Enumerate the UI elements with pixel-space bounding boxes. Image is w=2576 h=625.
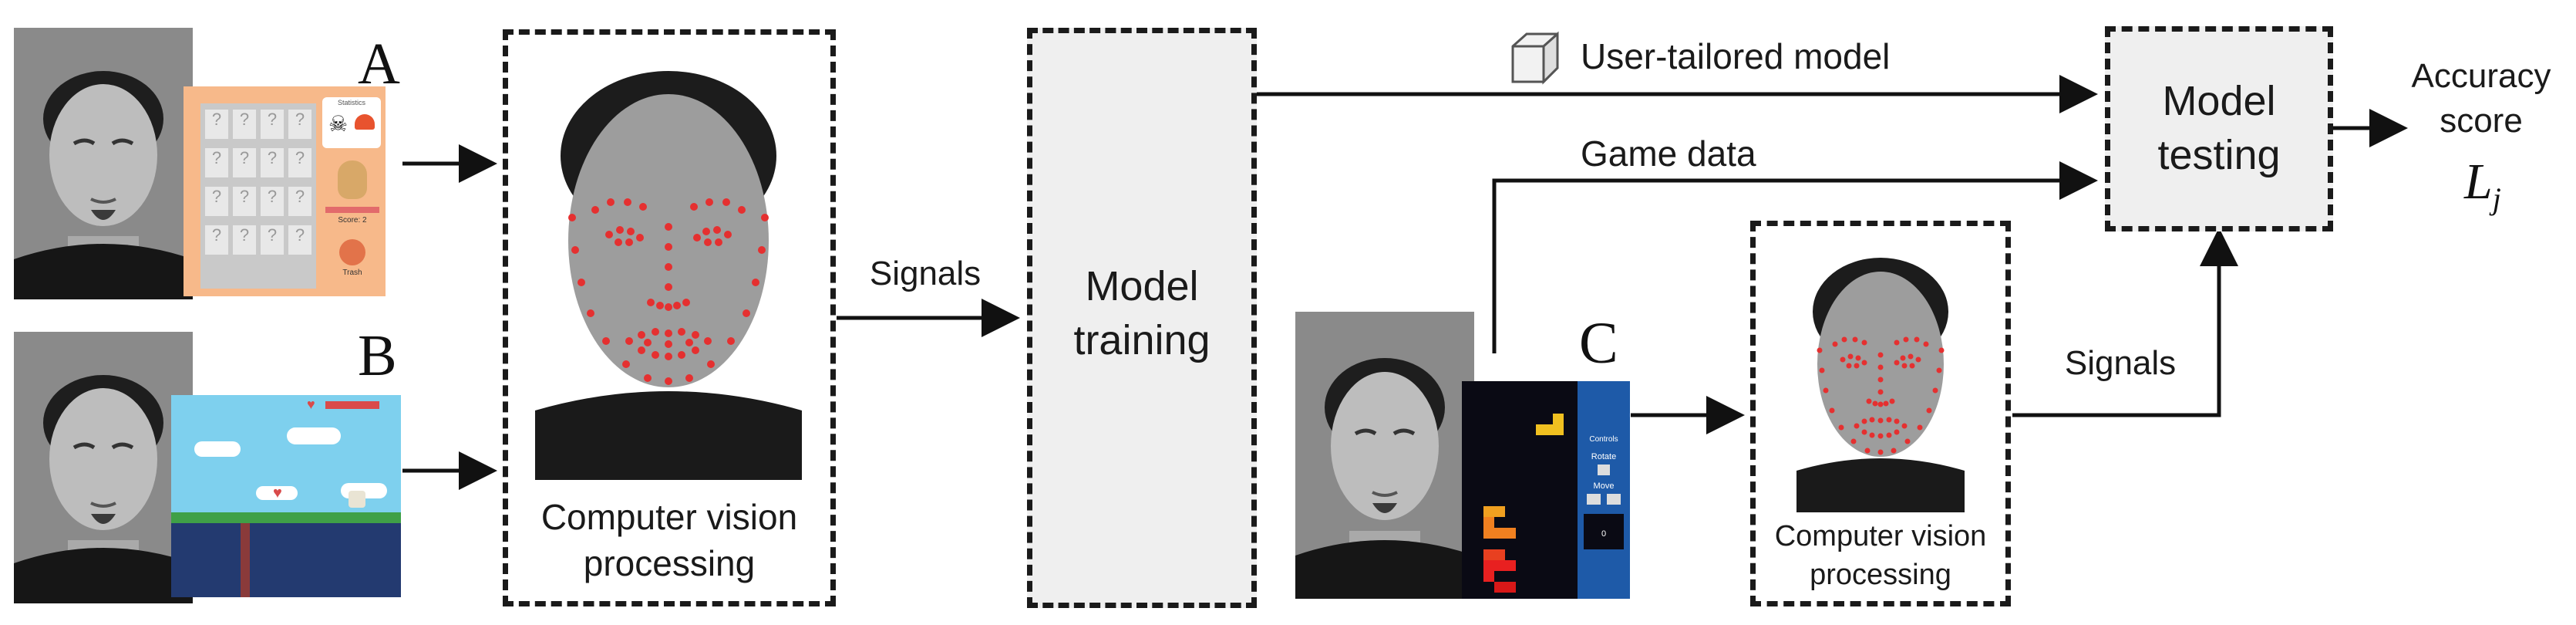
- move-left-key-icon[interactable]: [1587, 494, 1601, 505]
- trash-icon[interactable]: [339, 239, 365, 265]
- game-b-underground: [171, 523, 401, 597]
- heart-icon: ♥: [307, 397, 315, 412]
- tetris-block: [1536, 424, 1564, 435]
- game-a-card[interactable]: ?: [233, 225, 256, 255]
- game-a-screenshot: ? ? ? ? ? ? ? ? ? ? ? ? ? ? ? ? Statisti…: [184, 86, 386, 296]
- cv-processing-box-1: [503, 29, 836, 606]
- game-a-card[interactable]: ?: [261, 225, 284, 255]
- model-testing-label: Model testing: [2157, 78, 2281, 178]
- move-right-key-icon[interactable]: [1607, 494, 1621, 505]
- cube-icon: [1511, 31, 1559, 85]
- game-a-card[interactable]: ?: [205, 148, 228, 177]
- game-a-panel-title: Statistics: [337, 99, 365, 106]
- face-photo-c: [1295, 312, 1474, 599]
- tetris-block: [1494, 528, 1516, 539]
- tetris-block: [1494, 582, 1516, 593]
- game-c-rotate-label: Rotate: [1591, 452, 1617, 461]
- landmark-face-illustration: [535, 71, 802, 480]
- game-a-card[interactable]: ?: [261, 148, 284, 177]
- game-a-health-bar: [325, 207, 379, 213]
- game-b-grass-ground: [171, 512, 401, 523]
- game-c-controls-label: Controls: [1589, 435, 1618, 444]
- tetris-block: [1553, 414, 1564, 424]
- cloud-decoration: [287, 427, 341, 444]
- panel-letter-b: B: [358, 323, 397, 388]
- player-character-icon: [349, 491, 365, 508]
- bunny-character-icon: [338, 160, 367, 199]
- landmark-face-photo-1: [535, 48, 802, 480]
- game-c-screenshot: Controls Rotate Move 0: [1462, 381, 1630, 599]
- user-tailored-model-label: User-tailored model: [1581, 36, 1891, 76]
- face-illustration: [1295, 312, 1474, 599]
- cloud-decoration: [256, 486, 298, 500]
- game-a-trash-label: Trash: [342, 269, 362, 277]
- game-a-score: Score: 2: [338, 216, 367, 225]
- game-a-card[interactable]: ?: [233, 110, 256, 139]
- tetris-block: [1483, 560, 1516, 571]
- game-a-card[interactable]: ?: [261, 110, 284, 139]
- face-illustration: [14, 28, 193, 299]
- mushroom-icon: [355, 114, 375, 130]
- skull-icon: ☠: [328, 112, 349, 136]
- signals-label-2: Signals: [2064, 344, 2177, 382]
- cloud-decoration: [194, 441, 241, 457]
- game-c-side-panel: [1578, 381, 1630, 599]
- game-a-card[interactable]: ?: [205, 110, 228, 139]
- game-b-pillar: [241, 523, 250, 597]
- game-data-label: Game data: [1581, 133, 1756, 174]
- tetris-block: [1483, 517, 1494, 539]
- rotate-key-icon[interactable]: [1598, 465, 1610, 475]
- model-training-box: [1027, 28, 1257, 608]
- accuracy-score-label: Accuracy score: [2411, 57, 2551, 140]
- panel-letter-a: A: [358, 32, 400, 96]
- face-photo-b: [14, 332, 193, 603]
- signals-label-1: Signals: [869, 255, 982, 292]
- game-a-card[interactable]: ?: [233, 148, 256, 177]
- cv-processing-label-1: Computer vision processing: [540, 497, 798, 583]
- model-testing-box: [2105, 26, 2333, 231]
- panel-letter-c: C: [1579, 311, 1618, 376]
- model-training-label: Model training: [1073, 263, 1211, 363]
- game-a-card[interactable]: ?: [261, 187, 284, 216]
- game-a-card[interactable]: ?: [233, 187, 256, 216]
- cv-processing-box-2: [1750, 221, 2011, 606]
- game-a-card[interactable]: ?: [288, 110, 311, 139]
- score-symbol-letter: L: [2464, 154, 2493, 210]
- tetris-block: [1483, 506, 1505, 517]
- game-c-score-value: 0: [1601, 529, 1607, 539]
- landmark-face-photo-2: [1796, 242, 1965, 512]
- game-a-card[interactable]: ?: [288, 225, 311, 255]
- tetris-block: [1483, 549, 1505, 560]
- face-illustration: [14, 332, 193, 603]
- cv-processing-label-2: Computer vision processing: [1774, 520, 1987, 591]
- game-b-screenshot: ♥ ♥: [171, 395, 401, 597]
- game-a-card[interactable]: ?: [288, 187, 311, 216]
- score-symbol-subscript: j: [2492, 181, 2501, 217]
- game-b-health-bar: [325, 401, 379, 409]
- arrow-signals-to-testing: [2012, 228, 2238, 417]
- landmark-face-illustration: [1796, 258, 1965, 512]
- arrow-game-data-to-testing: [1492, 161, 2098, 353]
- tetris-block: [1483, 571, 1494, 582]
- game-a-card[interactable]: ?: [288, 148, 311, 177]
- game-c-score-box: [1584, 514, 1624, 549]
- game-a-card[interactable]: ?: [205, 225, 228, 255]
- game-c-move-label: Move: [1593, 481, 1615, 491]
- game-a-card[interactable]: ?: [205, 187, 228, 216]
- heart-icon: ♥: [273, 485, 282, 502]
- accuracy-score-symbol: Lj: [2464, 153, 2501, 217]
- face-photo-a: [14, 28, 193, 299]
